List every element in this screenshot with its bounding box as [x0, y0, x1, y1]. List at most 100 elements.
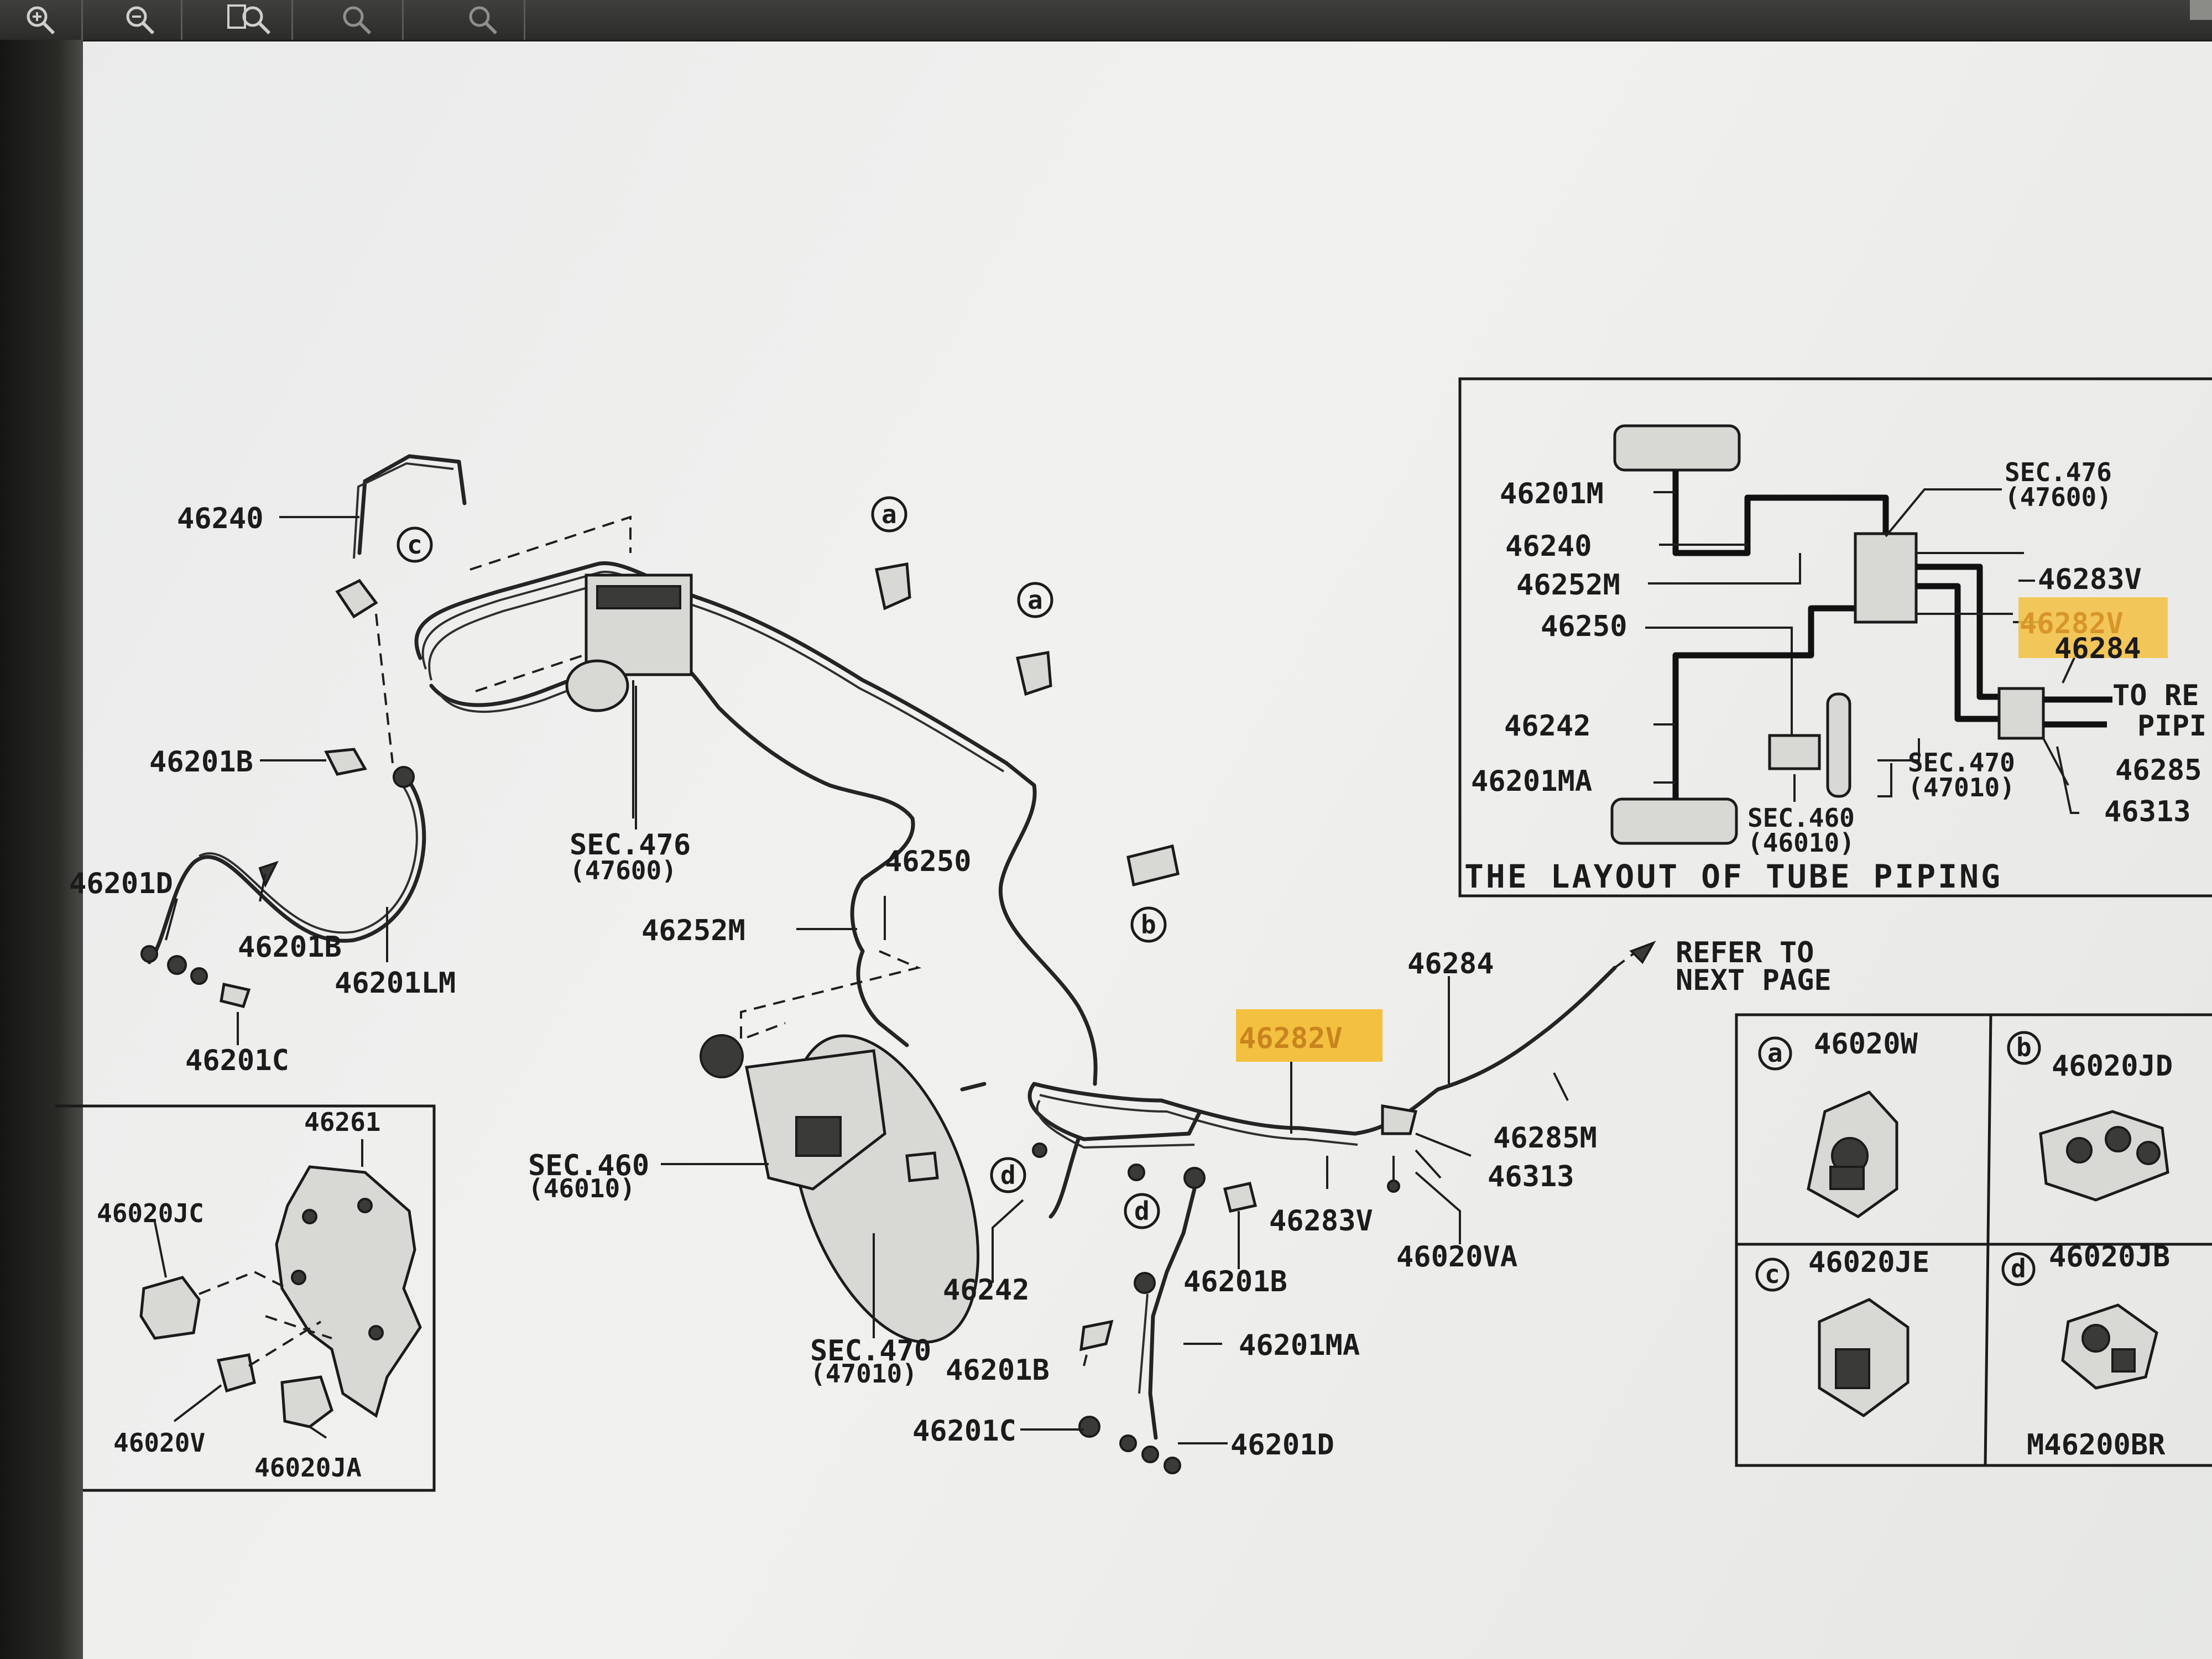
clip-d-partno: 46020JB: [2049, 1240, 2170, 1274]
layout-label-to-rear-2: PIPI: [2137, 709, 2206, 743]
hose-46201lm: [147, 772, 426, 964]
svg-text:c: c: [1765, 1259, 1780, 1289]
drawing-code: M46200BR: [2027, 1428, 2166, 1462]
layout-label-46242: 46242: [1504, 709, 1591, 743]
clip-46020je-part: [1818, 1298, 1910, 1418]
label-46201lm: 46201LM: [335, 967, 456, 1000]
label-46201d-a: 46201D: [69, 867, 173, 900]
layout-label-to-rear-1: TO RE: [2112, 679, 2199, 712]
label-46282v: 46282V: [1239, 1022, 1343, 1055]
svg-text:b: b: [1141, 910, 1156, 940]
label-46284: 46284: [1407, 947, 1494, 980]
clip-d-marker: [2001, 1252, 2036, 1286]
label-46020ja: 46020JA: [254, 1453, 362, 1483]
clip-46201b-upper: [1223, 1182, 1258, 1213]
clip-parts-inset: a 46020W b 46020JD c 46020JE: [1735, 1013, 2212, 1467]
clip-c-partno: 46020JE: [1808, 1246, 1929, 1279]
tube-46283v: [1027, 1082, 1202, 1141]
tube-46240: [357, 454, 467, 555]
svg-text:a: a: [1767, 1038, 1783, 1068]
highlight-46282v: [1236, 1009, 1383, 1062]
zoom-out-icon: [126, 6, 154, 35]
layout-label-46250: 46250: [1541, 610, 1627, 643]
svg-text:d: d: [1134, 1196, 1150, 1226]
bracket-46261-part: [275, 1165, 422, 1418]
layout-tube-46242: [1672, 605, 1858, 799]
label-46285m: 46285M: [1493, 1121, 1597, 1155]
svg-text:d: d: [1000, 1160, 1016, 1190]
label-46250: 46250: [885, 845, 972, 878]
svg-text:b: b: [2016, 1032, 2032, 1062]
clip-a-marker: [1758, 1036, 1792, 1071]
zoom-in-button[interactable]: [0, 0, 83, 40]
callout-d-1: [990, 1157, 1026, 1193]
tube-46250: [429, 649, 915, 953]
bracket-inset: 46261 46020JC 46020V 46020JA: [55, 1104, 436, 1492]
clip-b-partno: 46020JD: [2052, 1050, 2173, 1083]
clip-46020w-part: [1807, 1090, 1898, 1218]
refer-text-line2: NEXT PAGE: [1676, 964, 1832, 997]
hose-46201ma: [1148, 1187, 1197, 1440]
clip-46201b-lower: [1079, 1319, 1114, 1352]
tube-46242: [1048, 1137, 1081, 1219]
callout-b: [1130, 906, 1167, 943]
tube-layout-frame: [1458, 377, 2212, 898]
clip-46020ja-part: [280, 1375, 333, 1428]
layout-label-46313: 46313: [2104, 795, 2191, 828]
rear-junction-symbol: [1997, 687, 2045, 740]
clip-c-marker: [1755, 1258, 1790, 1292]
svg-text:c: c: [407, 530, 422, 560]
clip-a-1: [875, 562, 911, 611]
svg-text:a: a: [1027, 585, 1043, 615]
label-46201b-d: 46201B: [1183, 1265, 1287, 1298]
layout-label-46285: 46285: [2115, 754, 2202, 787]
window-corner: [2190, 0, 2212, 20]
label-46242: 46242: [943, 1274, 1030, 1307]
tube-46252m: [856, 949, 909, 1047]
zoom-in-icon: [27, 6, 55, 35]
zoom-out-button[interactable]: [100, 0, 182, 40]
label-46201b-b: 46201B: [238, 931, 342, 964]
connector-46313: [1381, 1104, 1418, 1135]
label-46020jc: 46020JC: [97, 1198, 204, 1228]
arrow-refer-next-page: [1629, 941, 1656, 964]
layout-label-sec476: SEC.476: [2005, 457, 2112, 487]
label-46261: 46261: [304, 1107, 380, 1137]
label-sec460: SEC.460: [528, 1149, 649, 1182]
main-tube-diagram: a a b c d d 46240 46201B 46201D 46201B 4…: [69, 454, 1832, 1474]
clip-46020jb-part: [2061, 1303, 2158, 1390]
connector-46020jc-part: [139, 1276, 201, 1340]
callout-a-2: [1017, 582, 1053, 618]
label-46240: 46240: [177, 502, 264, 535]
layout-label-46252m: 46252M: [1516, 568, 1620, 602]
label-46201ma: 46201MA: [1239, 1329, 1360, 1362]
tube-bundle-main: [414, 561, 1098, 1086]
layout-tube-46240: [1672, 470, 1889, 556]
layout-label-sec460-sub: (46010): [1747, 828, 1855, 858]
master-cylinder-symbol: [1768, 734, 1821, 770]
layout-highlight-46282v: [2018, 597, 2168, 658]
zoom-100-button[interactable]: [321, 0, 404, 40]
bolt-46020v-part: [216, 1353, 256, 1393]
clip-b-marker: [2007, 1031, 2041, 1065]
clip-46020jd-part: [2039, 1110, 2169, 1202]
layout-label-46201ma: 46201MA: [1471, 765, 1592, 798]
front-wheel-bottom: [1610, 797, 1738, 845]
zoom-search-icon: [469, 6, 497, 35]
layout-label-sec476-sub: (47600): [2005, 482, 2112, 512]
label-sec470-sub: (47010): [810, 1359, 917, 1389]
layout-label-46240: 46240: [1505, 530, 1592, 563]
label-46201c-a: 46201C: [185, 1044, 289, 1077]
find-button[interactable]: [442, 0, 525, 40]
label-sec460-sub: (46010): [528, 1173, 635, 1203]
layout-label-sec470: SEC.470: [1908, 748, 2015, 778]
label-46020v: 46020V: [113, 1428, 205, 1458]
svg-text:d: d: [2011, 1254, 2026, 1284]
callout-c: [397, 526, 433, 563]
zoom-page-button[interactable]: [210, 0, 293, 40]
zoom-page-icon: [227, 4, 270, 35]
label-sec476: SEC.476: [570, 828, 691, 862]
clip-parts-frame: [1735, 1013, 2212, 1467]
label-46201b-a: 46201B: [149, 745, 253, 779]
label-46313: 46313: [1488, 1160, 1574, 1193]
